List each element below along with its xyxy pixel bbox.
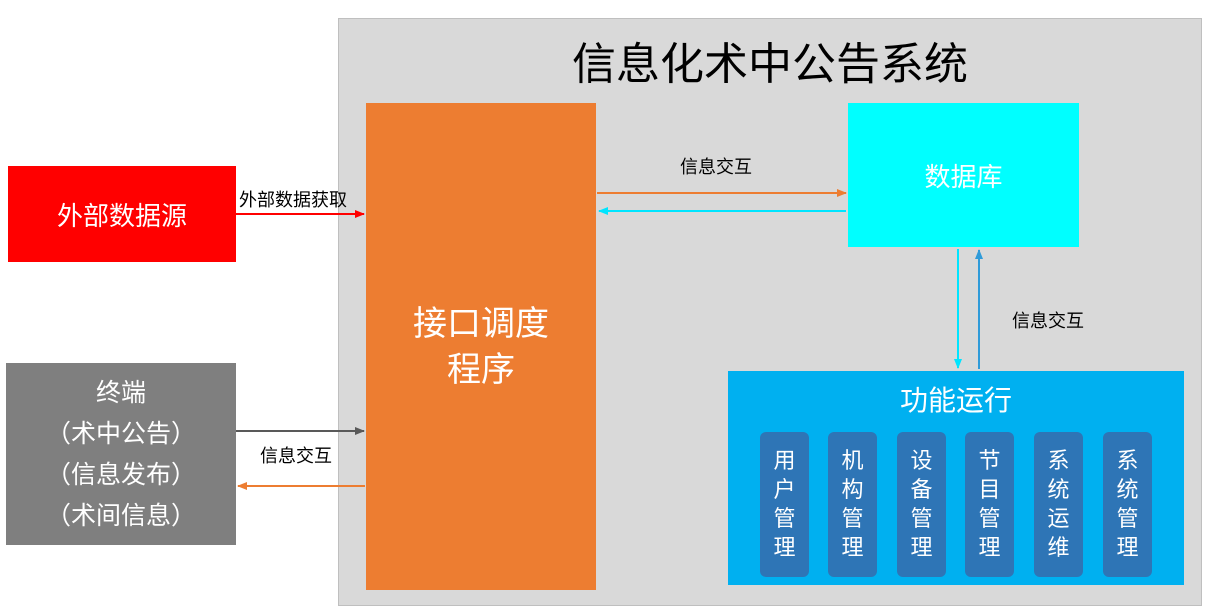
module-char: 运 <box>1047 506 1070 532</box>
module-system-maintenance: 系 统 运 维 <box>1034 432 1083 577</box>
external-data-source-label: 外部数据源 <box>56 201 187 232</box>
module-char: 管 <box>978 506 1001 532</box>
module-char: 管 <box>773 506 796 532</box>
external-fetch-label: 外部数据获取 <box>239 190 347 211</box>
module-char: 管 <box>1116 506 1139 532</box>
exchange-right-label: 信息交互 <box>1012 311 1084 332</box>
module-char: 管 <box>910 506 933 532</box>
module-char: 统 <box>1047 477 1070 503</box>
database-label: 数据库 <box>924 162 1003 193</box>
interface-scheduler-line-2: 程序 <box>447 349 515 390</box>
terminal-line-1: 终端 <box>95 378 146 407</box>
module-char: 户 <box>773 477 796 503</box>
module-char: 备 <box>910 477 933 503</box>
system-title: 信息化术中公告系统 <box>572 39 968 90</box>
module-organization-management: 机 构 管 理 <box>828 432 877 577</box>
terminal-line-2: （术中公告） <box>45 419 196 448</box>
module-user-management: 用 户 管 理 <box>760 432 809 577</box>
module-char: 理 <box>841 535 864 561</box>
external-data-source-box: 外部数据源 <box>8 166 236 262</box>
module-char: 维 <box>1047 535 1070 561</box>
function-operation-label: 功能运行 <box>899 384 1012 417</box>
module-char: 理 <box>1116 535 1139 561</box>
module-char: 用 <box>773 448 796 474</box>
module-system-management: 系 统 管 理 <box>1103 432 1152 577</box>
module-char: 设 <box>910 448 933 474</box>
module-char: 理 <box>773 535 796 561</box>
module-program-management: 节 目 管 理 <box>965 432 1014 577</box>
terminal-box: 终端 （术中公告） （信息发布） （术间信息） <box>6 363 236 545</box>
module-char: 理 <box>978 535 1001 561</box>
interface-scheduler-box: 接口调度 程序 <box>366 103 596 590</box>
module-char: 管 <box>841 506 864 532</box>
module-char: 理 <box>910 535 933 561</box>
module-char: 系 <box>1047 448 1070 474</box>
database-box: 数据库 <box>848 103 1079 247</box>
module-char: 目 <box>978 477 1001 503</box>
module-char: 机 <box>841 448 864 474</box>
module-char: 系 <box>1116 448 1139 474</box>
terminal-line-3: （信息发布） <box>45 460 196 489</box>
exchange-top-label: 信息交互 <box>680 157 752 178</box>
module-char: 构 <box>841 477 864 503</box>
module-char: 统 <box>1116 477 1139 503</box>
interface-scheduler-line-1: 接口调度 <box>413 303 549 344</box>
exchange-left-label: 信息交互 <box>260 446 332 467</box>
module-device-management: 设 备 管 理 <box>897 432 946 577</box>
terminal-line-4: （术间信息） <box>45 501 196 530</box>
module-char: 节 <box>978 448 1001 474</box>
